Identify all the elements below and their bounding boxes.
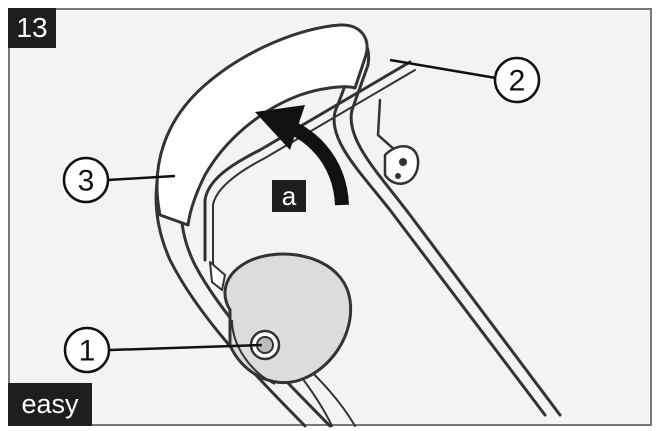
action-label-badge: a [272, 180, 306, 212]
callout-2: 2 [493, 56, 541, 104]
handle-grip [155, 23, 369, 227]
clamp-knob [223, 252, 353, 385]
difficulty-badge: easy [8, 383, 92, 426]
callout-2-label: 2 [509, 65, 526, 98]
callout-leader-1 [109, 343, 263, 352]
callout-1-label: 1 [79, 335, 96, 368]
callout-leader-2 [389, 58, 497, 80]
rotation-arrow-icon [255, 105, 349, 206]
callout-3-label: 3 [78, 165, 95, 198]
callout-leader-3 [107, 174, 176, 182]
callout-1: 1 [63, 326, 111, 374]
step-number-badge: 13 [8, 8, 56, 48]
callout-leaders [107, 58, 497, 352]
callout-3: 3 [62, 156, 110, 204]
